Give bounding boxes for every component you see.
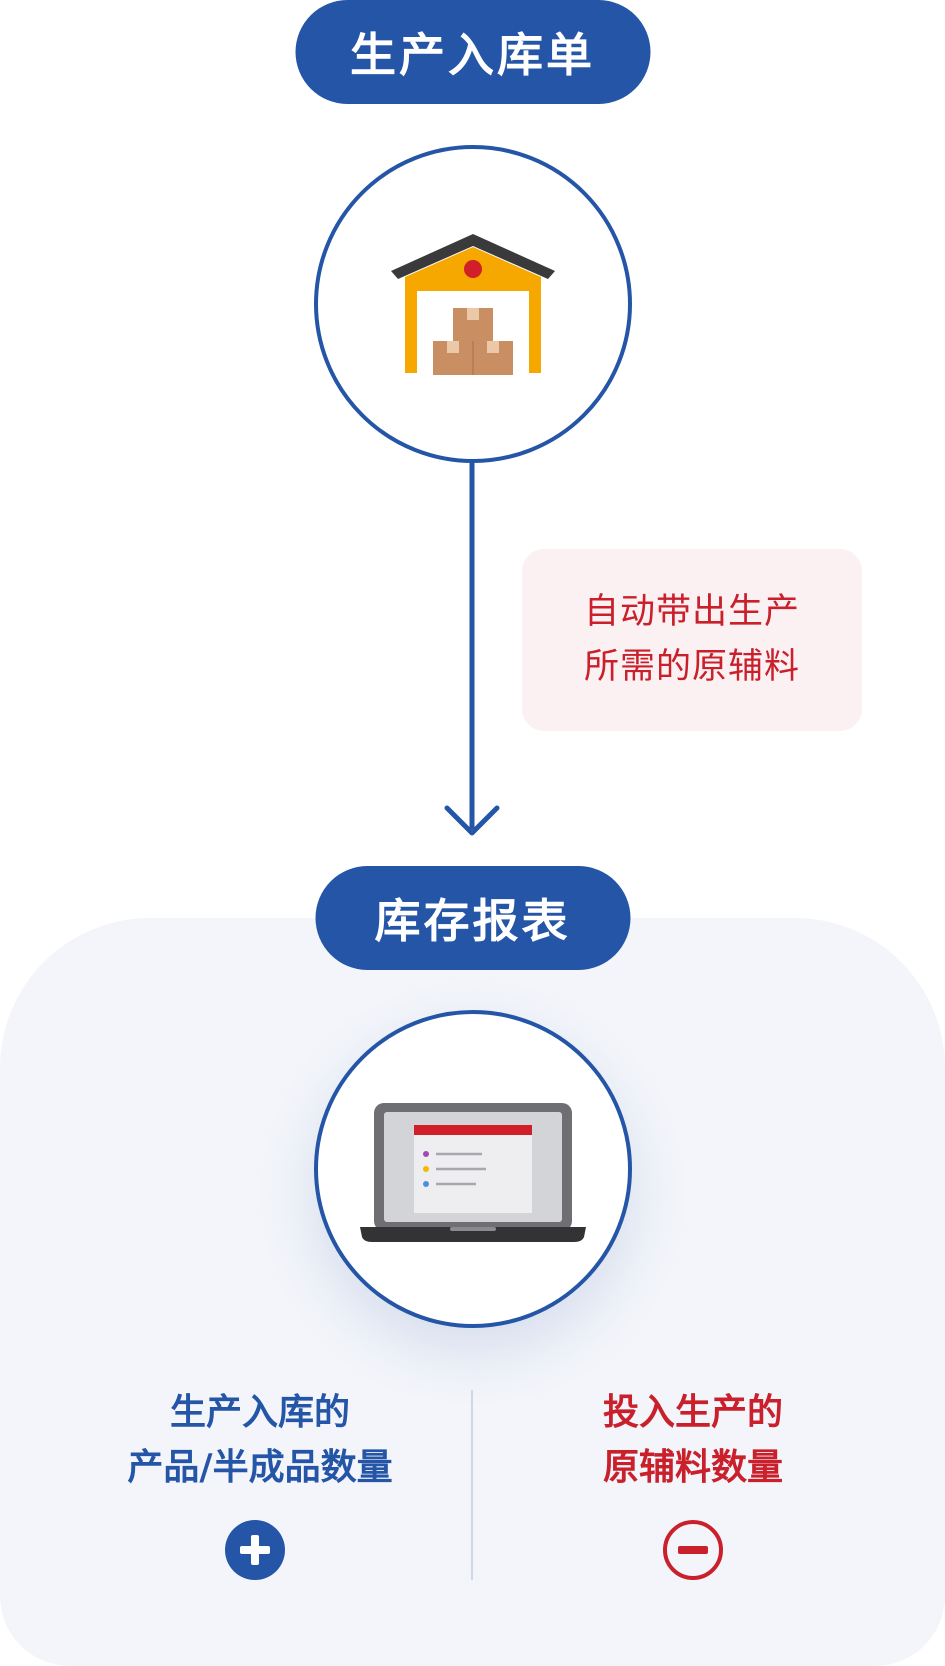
report-node [313,1010,632,1328]
production-receipt-title: 生产入库单 [295,0,650,104]
note-line-1: 自动带出生产 [583,592,800,632]
laptop-report-icon [359,1102,586,1242]
flow-arrow [444,463,500,836]
inbound-products-label: 生产入库的 产品/半成品数量 [60,1385,460,1495]
column-divider [471,1390,473,1580]
consumed-line-1: 投入生产的 [602,1392,783,1433]
consumed-line-2: 原辅料数量 [602,1447,783,1488]
minus-circle-icon [663,1520,723,1580]
warehouse-node [313,145,632,463]
warehouse-icon [390,234,555,375]
note-line-2: 所需的原辅料 [583,647,800,687]
plus-circle-icon [225,1520,285,1580]
inventory-report-title: 库存报表 [315,866,630,970]
inbound-line-2: 产品/半成品数量 [127,1447,393,1488]
consumed-materials-label: 投入生产的 原辅料数量 [493,1385,893,1495]
inbound-line-1: 生产入库的 [169,1392,350,1433]
auto-fill-note: 自动带出生产 所需的原辅料 [522,549,862,731]
